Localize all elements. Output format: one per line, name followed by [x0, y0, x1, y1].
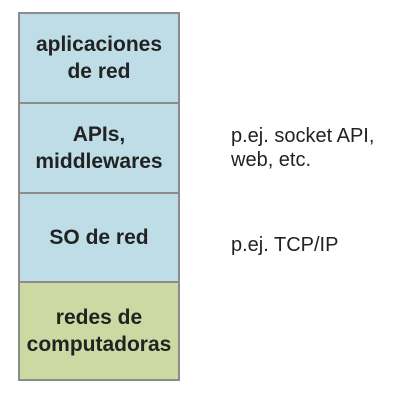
layer-apis-middlewares: APIs, middlewares — [18, 102, 180, 194]
layer-label-line: middlewares — [35, 150, 163, 173]
layer-label-line: de red — [67, 60, 131, 83]
layer-network-applications: aplicaciones de red — [18, 12, 180, 104]
layer-label-line: computadoras — [26, 333, 172, 356]
layer-network-os: SO de red — [18, 192, 180, 283]
annotation-os-example: p.ej. TCP/IP — [231, 233, 338, 257]
layer-label-line: SO de red — [49, 226, 149, 249]
annotation-line: p.ej. TCP/IP — [231, 234, 339, 256]
layer-label-line: aplicaciones — [35, 33, 163, 56]
layer-label-line: redes de — [55, 306, 143, 329]
annotation-line: web, etc. — [231, 149, 312, 171]
layer-label-line: APIs, — [72, 123, 126, 146]
layer-stack: aplicaciones de red APIs, middlewares SO… — [18, 12, 180, 381]
annotation-line: p.ej. socket API, — [231, 125, 375, 147]
layer-computer-networks: redes de computadoras — [18, 281, 180, 381]
annotation-apis-example: p.ej. socket API, web, etc. — [231, 124, 374, 172]
